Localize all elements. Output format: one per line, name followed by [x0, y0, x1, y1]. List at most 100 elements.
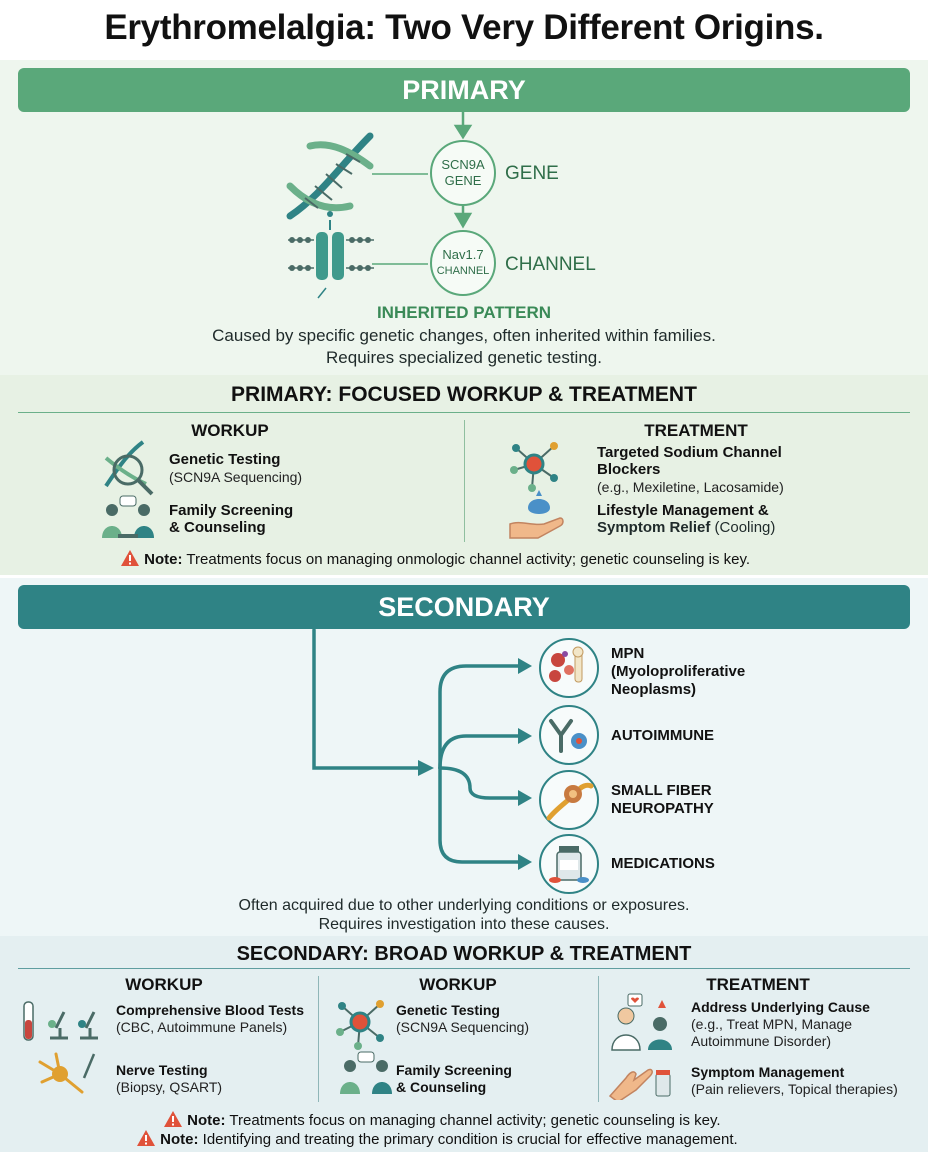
sodium-blocker-sub: (e.g., Mexiletine, Lacosamide) — [597, 479, 784, 495]
secondary-col2-heading: WORKUP — [419, 975, 497, 994]
cause-mpn-line1: MPN — [611, 645, 645, 662]
nav17-channel-circle: Nav1.7 CHANNEL — [430, 230, 496, 296]
secondary-description-line2: Requires investigation into these causes… — [318, 916, 610, 933]
secondary-col3-heading: TREATMENT — [706, 975, 810, 994]
secondary-note-2-label: Note: — [160, 1131, 199, 1148]
gene-circle-line1: SCN9A — [441, 157, 485, 172]
secondary-family-screening-title-1: Family Screening — [396, 1062, 512, 1078]
primary-genetic-testing-title: Genetic Testing — [169, 451, 281, 468]
primary-genetic-testing-sub: (SCN9A Sequencing) — [169, 469, 303, 485]
blood-tests-icon — [23, 1001, 98, 1041]
secondary-genetic-testing-icon — [336, 1000, 384, 1050]
lifestyle-title-2: Symptom Relief — [597, 519, 711, 536]
address-cause-sub-1: (e.g., Treat MPN, Manage — [691, 1016, 853, 1032]
warning-icon — [121, 550, 139, 566]
secondary-section — [0, 578, 928, 936]
symptom-management-icon — [608, 1068, 671, 1100]
nerve-fiber-icon — [546, 782, 594, 821]
primary-note-text: Treatments focus on managing onmologic c… — [186, 551, 751, 568]
gene-label: GENE — [505, 163, 559, 184]
secondary-note-1-label: Note: — [187, 1112, 226, 1129]
primary-treatment-column-heading: TREATMENT — [644, 421, 748, 440]
cause-mpn-line3: Neoplasms) — [611, 681, 697, 698]
nerve-testing-icon — [38, 1052, 96, 1094]
symptom-management-title: Symptom Management — [691, 1064, 845, 1080]
secondary-note-2-text: Identifying and treating the primary con… — [202, 1131, 738, 1148]
channel-circle-line1: Nav1.7 — [442, 247, 484, 262]
pill-bottle-icon — [549, 846, 589, 883]
secondary-genetic-testing-sub: (SCN9A Sequencing) — [396, 1019, 530, 1035]
genetic-testing-icon — [104, 440, 154, 496]
sodium-blocker-title-2: Blockers — [597, 461, 661, 478]
secondary-genetic-testing-title: Genetic Testing — [396, 1002, 500, 1018]
primary-description-line1: Caused by specific genetic changes, ofte… — [212, 326, 716, 345]
cause-medications: MEDICATIONS — [611, 855, 715, 872]
secondary-description-line1: Often acquired due to other underlying c… — [238, 897, 690, 914]
blood-cells-icon — [549, 646, 584, 683]
secondary-family-screening-title-2: & Counseling — [396, 1079, 487, 1095]
primary-note: Note: Treatments focus on managing onmol… — [120, 549, 750, 568]
channel-circle-line2: CHANNEL — [436, 265, 490, 277]
secondary-arrowheads — [418, 658, 532, 870]
address-cause-title: Address Underlying Cause — [691, 999, 870, 1015]
secondary-note-1: Note: Treatments focus on managing chann… — [163, 1110, 721, 1129]
lifestyle-title-1: Lifestyle Management & — [597, 502, 769, 519]
ion-channel-icon — [288, 211, 374, 299]
primary-flow-arrows — [372, 112, 473, 265]
secondary-note-2: Note: Identifying and treating the prima… — [136, 1129, 738, 1148]
primary-family-screening-title-2: & Counseling — [169, 519, 266, 536]
dna-icon — [286, 132, 374, 220]
primary-note-label: Note: — [144, 551, 183, 568]
cause-neuropathy-line2: NEUROPATHY — [611, 800, 714, 817]
page-title: Erythromelalgia: Two Very Different Orig… — [104, 8, 824, 47]
sodium-blocker-title-1: Targeted Sodium Channel — [597, 444, 782, 461]
doctor-patient-icon — [611, 993, 672, 1051]
blood-tests-sub: (CBC, Autoimmune Panels) — [116, 1019, 288, 1035]
address-cause-sub-2: Autoimmune Disorder) — [691, 1033, 832, 1049]
cause-neuropathy-line1: SMALL FIBER — [611, 782, 712, 799]
medications-cause-circle — [539, 834, 599, 894]
family-screening-icon — [102, 495, 154, 538]
secondary-column-divider-2 — [598, 976, 599, 1102]
secondary-family-screening-icon — [340, 1051, 392, 1094]
nerve-testing-sub: (Biopsy, QSART) — [116, 1079, 223, 1095]
symptom-management-sub: (Pain relievers, Topical therapies) — [691, 1081, 898, 1097]
primary-diagram — [286, 112, 473, 299]
secondary-flow-diagram — [312, 628, 532, 870]
inherited-pattern-label: INHERITED PATTERN — [376, 303, 552, 322]
primary-workup-column-heading: WORKUP — [191, 421, 269, 440]
primary-workup-heading: PRIMARY: FOCUSED WORKUP & TREATMENT — [231, 383, 697, 406]
mpn-cause-circle — [539, 638, 599, 698]
primary-family-screening-title-1: Family Screening — [169, 502, 294, 519]
secondary-column-divider-1 — [318, 976, 319, 1102]
neuropathy-cause-circle — [539, 770, 599, 830]
nerve-testing-title: Nerve Testing — [116, 1062, 208, 1078]
secondary-workup-icons — [23, 993, 672, 1100]
secondary-workup-panel — [0, 936, 928, 1152]
scn9a-gene-circle: SCN9A GENE — [430, 140, 496, 206]
primary-description-line2: Requires specialized genetic testing. — [326, 348, 602, 367]
warning-icon — [164, 1111, 182, 1127]
cooling-relief-icon — [509, 490, 564, 539]
secondary-note-1-text: Treatments focus on managing channel act… — [229, 1112, 721, 1129]
autoimmune-cause-circle — [539, 705, 599, 765]
sodium-channel-blocker-icon — [510, 442, 558, 492]
secondary-banner: SECONDARY — [18, 585, 910, 629]
channel-label: CHANNEL — [505, 254, 596, 275]
gene-circle-line2: GENE — [444, 173, 482, 188]
primary-column-divider — [464, 420, 465, 542]
secondary-workup-rule — [18, 968, 910, 969]
cause-mpn-line2: (Myoloproliferative — [611, 663, 746, 680]
secondary-flow-arrows — [312, 628, 524, 864]
secondary-workup-heading: SECONDARY: BROAD WORKUP & TREATMENT — [236, 943, 692, 965]
lifestyle-sub: (Cooling) — [714, 519, 776, 536]
lifestyle-line-2: Symptom Relief (Cooling) — [597, 519, 775, 536]
warning-icon — [137, 1130, 155, 1146]
cause-autoimmune: AUTOIMMUNE — [611, 727, 715, 744]
primary-workup-rule — [18, 412, 910, 413]
antibody-icon — [549, 719, 587, 753]
secondary-col1-heading: WORKUP — [125, 975, 203, 994]
primary-banner: PRIMARY — [18, 68, 910, 112]
primary-workup-icons — [102, 440, 564, 539]
blood-tests-title: Comprehensive Blood Tests — [116, 1002, 305, 1018]
